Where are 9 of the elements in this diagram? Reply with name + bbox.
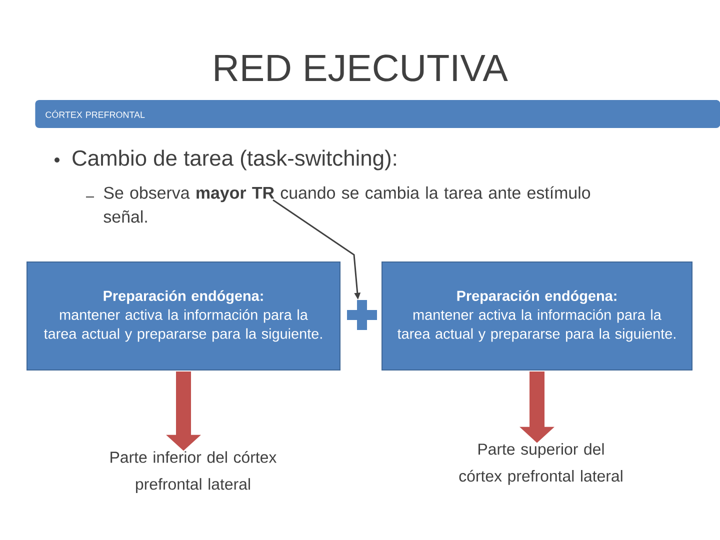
region-text: Parte inferior del córtex prefrontal lateral [110, 451, 277, 493]
process-box: Preparación endógena: mantener activa la información para la tarea actual y prepararse para la siguiente. [382, 262, 692, 370]
section-banner: CÓRTEX PREFRONTAL [35, 100, 720, 128]
bullet-text: Se observa mayor TR cuando se cambia la tarea ante estímulo señal. [104, 186, 590, 223]
region-text: Parte superior del córtex prefrontal lateral [459, 443, 622, 485]
bullet-text: Cambio de tarea (task-switching): [72, 150, 396, 170]
process-box: Preparación endógena: mantener activa la información para la tarea actual y prepararse para la siguiente. [26, 262, 340, 370]
title: RED EJECUTIVA [215, 54, 508, 82]
plus-sign [347, 300, 377, 330]
